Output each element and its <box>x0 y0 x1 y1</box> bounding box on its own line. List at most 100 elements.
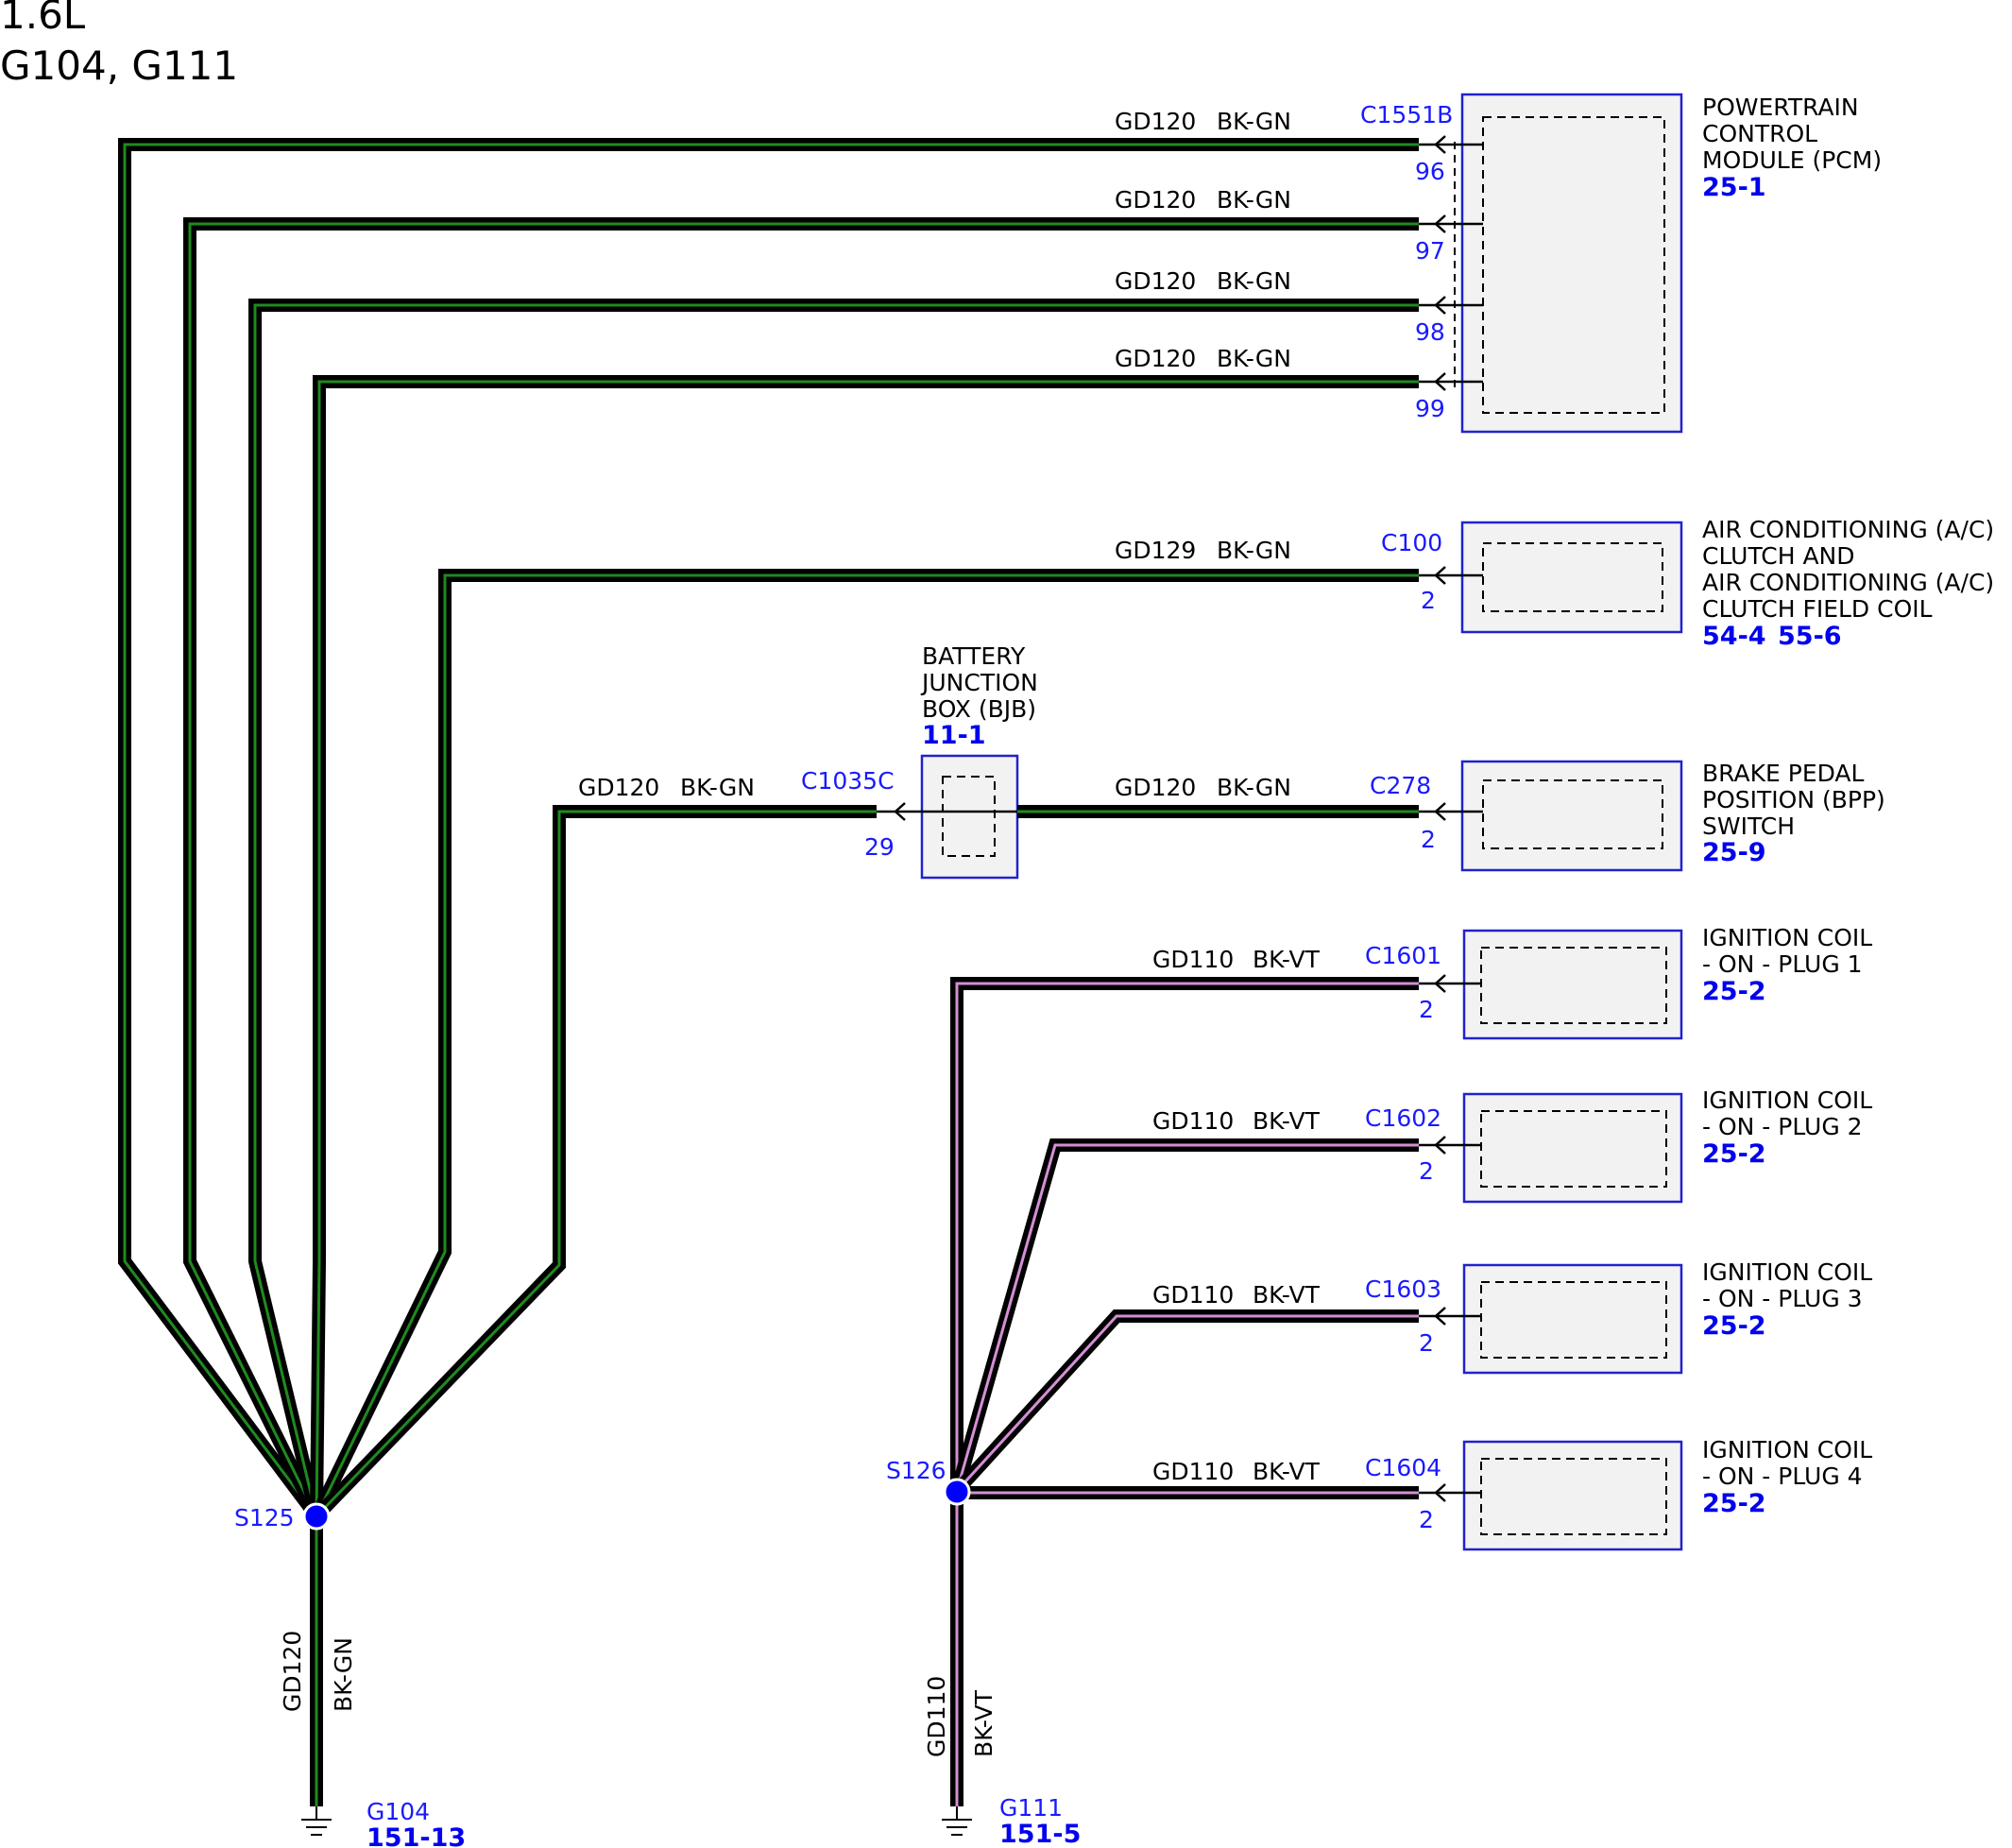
wire-label-g111-circuit: GD110 <box>923 1676 950 1757</box>
pin-number-coil3: 2 <box>1419 1329 1434 1357</box>
ground-g104-icon <box>301 1806 332 1836</box>
pin-terminal-98 <box>1419 296 1483 315</box>
ground-g104-name: G104 <box>367 1798 430 1825</box>
wire-label-coil3-color: BK-VT <box>1253 1281 1321 1309</box>
wire-pcm-98[interactable] <box>248 299 1419 1518</box>
pin-number-ac: 2 <box>1421 587 1436 614</box>
coil1-page-ref[interactable]: 25-2 <box>1702 977 1766 1006</box>
connector-c1601[interactable]: C1601 <box>1365 942 1441 969</box>
ac-label-line-3: AIR CONDITIONING (A/C) <box>1702 569 1994 596</box>
pin-terminal-coil1 <box>1419 974 1481 993</box>
wire-label-g111-color: BK-VT <box>970 1689 997 1757</box>
pcm-label-line-3: MODULE (PCM) <box>1702 146 1882 174</box>
wire-label-g104-circuit: GD120 <box>279 1631 306 1712</box>
splice-s125-dot[interactable] <box>302 1502 331 1531</box>
pin-number-coil2: 2 <box>1419 1157 1434 1185</box>
grounds-title: G104, G111 <box>0 43 238 89</box>
pin-terminal-bpp <box>1419 802 1483 821</box>
connector-c1602[interactable]: C1602 <box>1365 1104 1441 1132</box>
pin-number-coil4: 2 <box>1419 1506 1434 1533</box>
wire-label-pcm-97-circuit: GD120 <box>1115 186 1196 214</box>
coil3-label-line-2: - ON - PLUG 3 <box>1702 1285 1863 1312</box>
bpp-switch-component[interactable] <box>1460 760 1683 872</box>
coil3-label: IGNITION COIL - ON - PLUG 3 25-2 <box>1702 1258 1872 1341</box>
splice-s126-dot[interactable] <box>943 1478 971 1506</box>
wire-label-pcm-96-color: BK-GN <box>1217 108 1291 135</box>
wire-ac-clutch[interactable] <box>310 569 1419 1520</box>
wire-label-pcm-99-circuit: GD120 <box>1115 345 1196 372</box>
connector-c1604[interactable]: C1604 <box>1365 1454 1441 1481</box>
splice-s126-label: S126 <box>886 1457 946 1484</box>
pin-terminal-ac <box>1419 566 1483 585</box>
bpp-label: BRAKE PEDAL POSITION (BPP) SWITCH 25-9 <box>1702 760 1885 867</box>
ground-g104-ref[interactable]: 151-13 <box>367 1823 466 1848</box>
pcm-label: POWERTRAIN CONTROL MODULE (PCM) 25-1 <box>1702 94 1882 202</box>
bjb-label: BATTERY JUNCTION BOX (BJB) 11-1 <box>920 642 1038 750</box>
wire-label-g104-color: BK-GN <box>330 1637 357 1712</box>
coil3-label-line-1: IGNITION COIL <box>1702 1258 1872 1286</box>
ground-g111-name: G111 <box>999 1794 1063 1822</box>
wire-coil-2[interactable] <box>950 1138 1419 1493</box>
coil3-page-ref[interactable]: 25-2 <box>1702 1311 1766 1341</box>
ac-clutch-component[interactable] <box>1460 521 1683 634</box>
pcm-component[interactable] <box>1454 93 1683 434</box>
wire-label-bpp-color: BK-GN <box>1217 774 1291 801</box>
ignition-coil-4-component[interactable] <box>1462 1440 1683 1551</box>
pin-terminal-bjb <box>877 802 1017 821</box>
wire-pcm-99[interactable] <box>310 375 1419 1517</box>
ac-label-line-2: CLUTCH AND <box>1702 542 1855 570</box>
connector-c1603[interactable]: C1603 <box>1365 1275 1441 1303</box>
bjb-label-line-1: BATTERY <box>922 642 1026 670</box>
splice-s125-label: S125 <box>234 1504 295 1531</box>
connector-c278[interactable]: C278 <box>1370 772 1431 799</box>
bpp-label-line-2: POSITION (BPP) <box>1702 786 1885 813</box>
wire-label-pcm-97-color: BK-GN <box>1217 186 1291 214</box>
bpp-page-ref[interactable]: 25-9 <box>1702 838 1766 867</box>
pcm-page-ref[interactable]: 25-1 <box>1702 173 1766 202</box>
coil4-page-ref[interactable]: 25-2 <box>1702 1489 1766 1518</box>
wire-label-pcm-99-color: BK-GN <box>1217 345 1291 372</box>
coil4-label-line-2: - ON - PLUG 4 <box>1702 1463 1863 1490</box>
coil4-label-line-1: IGNITION COIL <box>1702 1436 1872 1463</box>
wire-pcm-96[interactable] <box>118 138 1419 1521</box>
ignition-coil-3-component[interactable] <box>1462 1263 1683 1375</box>
pin-number-bjb: 29 <box>864 833 895 861</box>
connector-c100[interactable]: C100 <box>1381 529 1442 556</box>
connector-c1551b[interactable]: C1551B <box>1360 101 1453 128</box>
bjb-component[interactable] <box>920 754 1019 880</box>
ground-g111-icon <box>942 1806 972 1836</box>
wire-coil-3[interactable] <box>951 1309 1419 1496</box>
coil1-label-line-1: IGNITION COIL <box>1702 924 1872 951</box>
ignition-coil-2-component[interactable] <box>1462 1092 1683 1204</box>
bjb-label-line-3: BOX (BJB) <box>922 695 1036 723</box>
ground-g111-ref[interactable]: 151-5 <box>999 1820 1081 1848</box>
wire-coil-1[interactable] <box>950 977 1419 1491</box>
bpp-label-line-3: SWITCH <box>1702 813 1795 840</box>
pin-terminal-99 <box>1419 372 1483 391</box>
wire-bjb[interactable] <box>311 805 877 1521</box>
pin-terminal-coil3 <box>1419 1307 1481 1326</box>
bjb-label-line-2: JUNCTION <box>920 669 1038 696</box>
wire-pcm-97[interactable] <box>183 217 1419 1520</box>
pin-terminal-96 <box>1419 135 1483 154</box>
bjb-page-ref[interactable]: 11-1 <box>922 721 986 750</box>
ignition-coil-1-component[interactable] <box>1462 929 1683 1040</box>
coil2-page-ref[interactable]: 25-2 <box>1702 1139 1766 1169</box>
wire-label-pcm-98-color: BK-GN <box>1217 267 1291 295</box>
pin-number-bpp: 2 <box>1421 826 1436 853</box>
connector-c1035c[interactable]: C1035C <box>801 767 895 795</box>
ac-page-ref-2[interactable]: 55-6 <box>1778 622 1842 651</box>
wire-label-coil4-circuit: GD110 <box>1152 1458 1234 1485</box>
wire-label-coil1-circuit: GD110 <box>1152 946 1234 973</box>
coil2-label: IGNITION COIL - ON - PLUG 2 25-2 <box>1702 1087 1872 1169</box>
wire-label-bjb-circuit: GD120 <box>578 774 659 801</box>
pin-number-97: 97 <box>1415 237 1445 265</box>
ac-label: AIR CONDITIONING (A/C) CLUTCH AND AIR CO… <box>1702 516 1994 651</box>
coil1-label-line-2: - ON - PLUG 1 <box>1702 950 1863 978</box>
pcm-label-line-2: CONTROL <box>1702 120 1817 147</box>
ac-page-ref-1[interactable]: 54-4 <box>1702 622 1766 651</box>
wire-label-coil4-color: BK-VT <box>1253 1458 1321 1485</box>
wire-label-coil1-color: BK-VT <box>1253 946 1321 973</box>
wire-label-ac-color: BK-GN <box>1217 537 1291 564</box>
